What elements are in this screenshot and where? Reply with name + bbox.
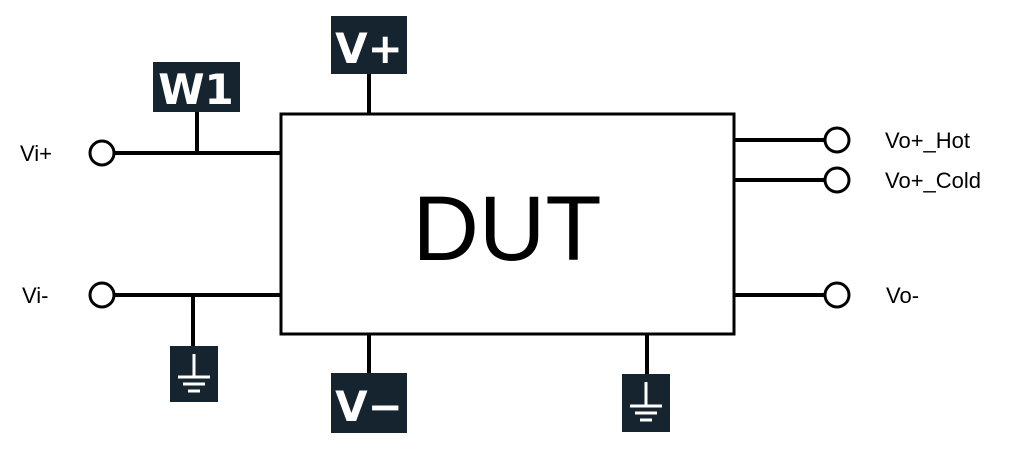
ground-icon [170, 346, 218, 402]
vi-minus-label: Vi- [22, 283, 49, 308]
vi-plus-label: Vi+ [20, 141, 52, 166]
dut-label: DUT [412, 178, 601, 280]
v-plus-badge: V+ [331, 16, 407, 74]
vo-plus-cold-terminal [823, 166, 851, 194]
vo-plus-hot-label: Vo+_Hot [885, 128, 970, 153]
vi-plus-terminal [88, 139, 116, 167]
ground-icon [622, 374, 670, 432]
dut-block [279, 112, 736, 336]
w1-badge: W1 [153, 62, 240, 114]
w1-badge-label: W1 [158, 65, 234, 114]
vo-plus-cold-label: Vo+_Cold [885, 168, 981, 193]
v-minus-badge-label: V− [335, 382, 403, 431]
vo-plus-hot-terminal [823, 126, 851, 154]
vo-minus-terminal [823, 281, 851, 309]
vo-minus-label: Vo- [886, 283, 919, 308]
v-minus-badge: V− [331, 373, 407, 433]
vi-minus-terminal [88, 281, 116, 309]
v-plus-badge-label: V+ [335, 24, 403, 73]
